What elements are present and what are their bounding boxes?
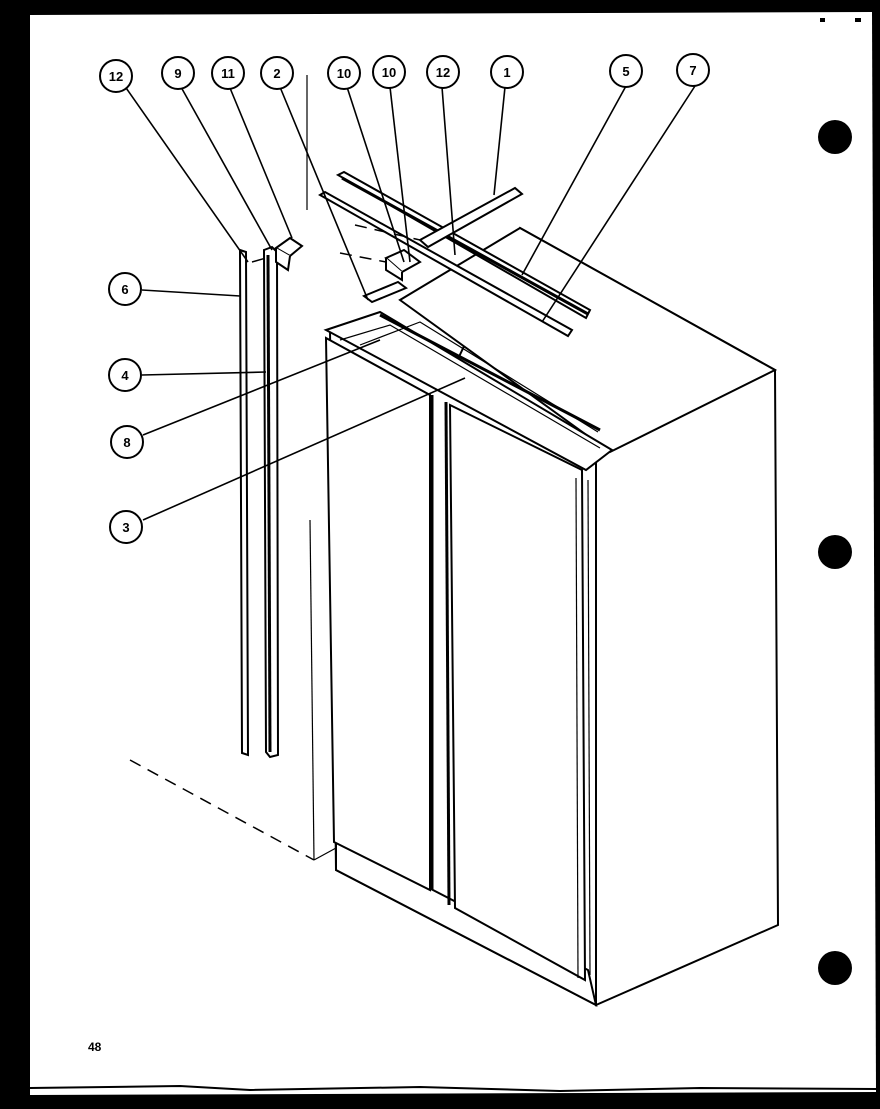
corner-mark [820, 18, 825, 22]
scan-edge-noise [29, 1084, 877, 1093]
trim-strip-6 [238, 248, 250, 757]
page-number: 48 [88, 1040, 102, 1054]
svg-text:4: 4 [121, 368, 129, 383]
callout-1: 1 [490, 55, 524, 89]
corner-mark [855, 18, 861, 22]
callout-9: 9 [161, 56, 195, 90]
svg-text:2: 2 [273, 66, 280, 81]
svg-text:12: 12 [109, 69, 123, 84]
callout-10-right: 10 [372, 55, 406, 89]
svg-text:3: 3 [122, 520, 129, 535]
svg-text:6: 6 [121, 282, 128, 297]
svg-text:11: 11 [221, 66, 235, 81]
callout-12-right: 12 [426, 55, 460, 89]
callout-11: 11 [211, 56, 245, 90]
callout-10-left: 10 [327, 56, 361, 90]
leader-lines [123, 84, 696, 521]
callout-6: 6 [108, 272, 142, 306]
mounting-plate-1 [418, 186, 524, 249]
svg-text:1: 1 [503, 65, 510, 80]
svg-text:8: 8 [123, 435, 130, 450]
svg-text:10: 10 [382, 65, 396, 80]
top-rail-5 [335, 170, 592, 320]
bracket-9 [274, 236, 304, 272]
callout-7: 7 [676, 53, 710, 87]
callout-3: 3 [109, 510, 143, 544]
callout-5: 5 [609, 54, 643, 88]
refrigerator-cabinet [323, 226, 780, 1007]
binder-hole [818, 951, 852, 985]
svg-text:10: 10 [337, 66, 351, 81]
callout-12-left: 12 [99, 59, 133, 93]
callout-2: 2 [260, 56, 294, 90]
svg-text:9: 9 [174, 66, 181, 81]
assembly-line [339, 252, 387, 263]
svg-text:12: 12 [436, 65, 450, 80]
assembly-line [354, 224, 421, 241]
binder-hole [818, 535, 852, 569]
svg-text:5: 5 [622, 64, 629, 79]
bracket-2 [361, 280, 409, 304]
callout-4: 4 [108, 358, 142, 392]
assembly-line [251, 257, 267, 263]
callout-8: 8 [110, 425, 144, 459]
binder-hole [818, 120, 852, 154]
svg-text:7: 7 [689, 63, 696, 78]
trim-strip-4 [262, 245, 280, 759]
adjacent-cabinet-wall [129, 75, 337, 861]
